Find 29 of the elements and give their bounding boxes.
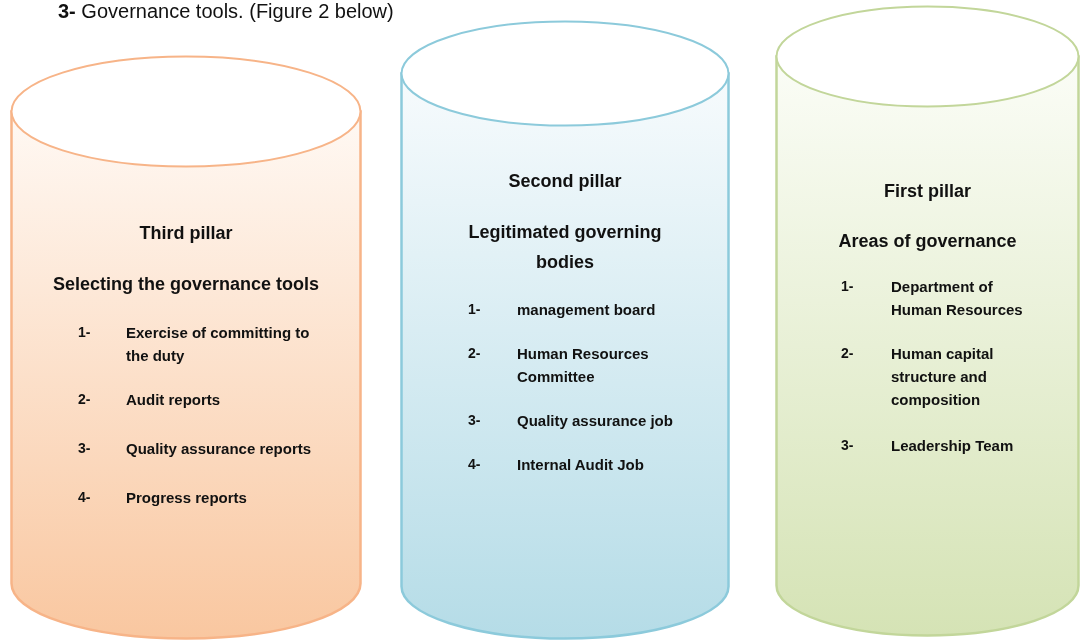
pillar-heading: First pillar (883, 180, 972, 203)
list-item: management board (517, 300, 657, 320)
list-number: 4- (78, 488, 92, 507)
section-heading: 3- Governance tools. (Figure 2 below) (58, 0, 394, 22)
pillar-subtitle: Legitimated governing bodies (467, 221, 663, 274)
list-number: 3- (78, 439, 92, 458)
list-number: 3- (841, 436, 855, 455)
pillar-subtitle: Selecting the governance tools (51, 273, 321, 296)
list-item: Audit reports (126, 390, 222, 410)
list-number: 4- (468, 455, 482, 474)
list-number: 2- (841, 344, 855, 363)
pillar-heading: Third pillar (138, 222, 234, 245)
list-item: Exercise of committing to the duty (126, 323, 311, 366)
list-number: 2- (468, 344, 482, 363)
list-number: 1- (841, 277, 855, 296)
list-number: 1- (78, 323, 92, 342)
list-item: Quality assurance job (517, 411, 674, 431)
list-item: Leadership Team (891, 436, 1015, 456)
list-item: Internal Audit Job (517, 455, 645, 475)
pillar-heading: Second pillar (507, 170, 623, 193)
list-item: Human Resources Committee (517, 344, 650, 387)
list-number: 2- (78, 390, 92, 409)
pillar-subtitle: Areas of governance (837, 230, 1018, 253)
list-item: Progress reports (126, 488, 248, 508)
list-item: Human capital structure and composition (891, 344, 995, 410)
list-number: 1- (468, 300, 482, 319)
list-number: 3- (468, 411, 482, 430)
list-item: Quality assurance reports (126, 439, 313, 459)
list-item: Department of Human Resources (891, 277, 1024, 320)
